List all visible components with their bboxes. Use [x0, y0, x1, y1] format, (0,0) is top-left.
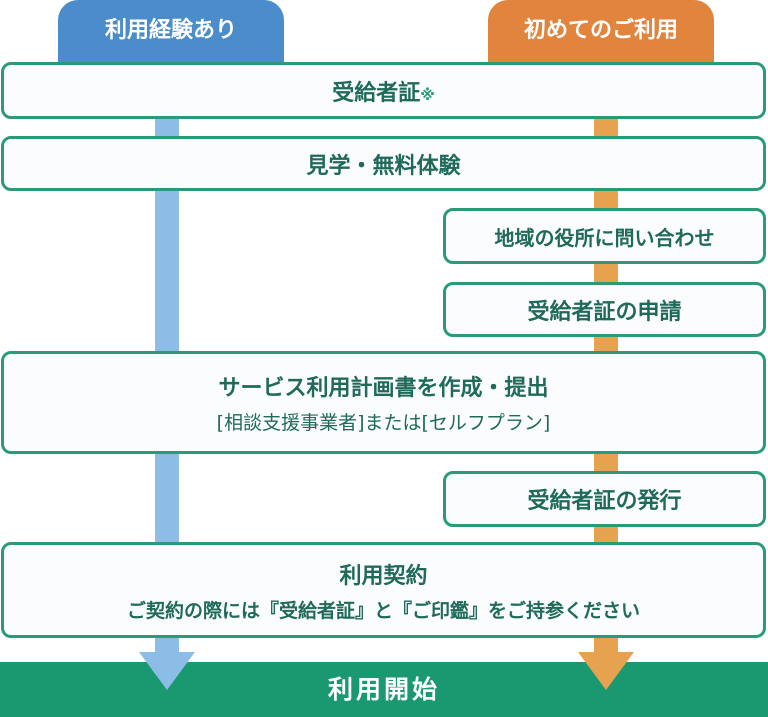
step-tour: 見学・無料体験 — [1, 136, 766, 191]
step-subtitle: ご契約の際には『受給者証』と『ご印鑑』をご持参ください — [126, 599, 640, 622]
tab-experienced: 利用経験あり — [58, 0, 284, 66]
step-title: サービス利用計画書を作成・提出 — [218, 376, 549, 401]
tab-first-time: 初めてのご利用 — [488, 0, 714, 66]
step-title: 利用契約 — [339, 563, 428, 589]
step-apply: 受給者証の申請 — [443, 282, 766, 337]
step-label: 受給者証の申請 — [527, 299, 682, 325]
orange-arrow-head-icon — [578, 652, 634, 690]
step-inquiry: 地域の役所に問い合わせ — [443, 208, 766, 264]
step-subtitle: [相談支援事業者]または[セルフプラン] — [216, 412, 551, 434]
start-of-use-bar: 利用開始 — [0, 662, 768, 717]
step-contract: 利用契約ご契約の際には『受給者証』と『ご印鑑』をご持参ください — [1, 542, 766, 638]
step-label: 見学・無料体験 — [306, 153, 461, 179]
step-label: 地域の役所に問い合わせ — [494, 225, 715, 250]
note-mark: ※ — [420, 85, 435, 104]
step-label: 受給者証 — [332, 80, 421, 106]
step-certificate: 受給者証※ — [1, 62, 766, 119]
blue-arrow-head-icon — [139, 652, 195, 690]
step-plan: サービス利用計画書を作成・提出 [相談支援事業者]または[セルフプラン] — [1, 351, 766, 454]
step-label: 受給者証の発行 — [527, 489, 682, 514]
step-issue: 受給者証の発行 — [443, 471, 766, 527]
